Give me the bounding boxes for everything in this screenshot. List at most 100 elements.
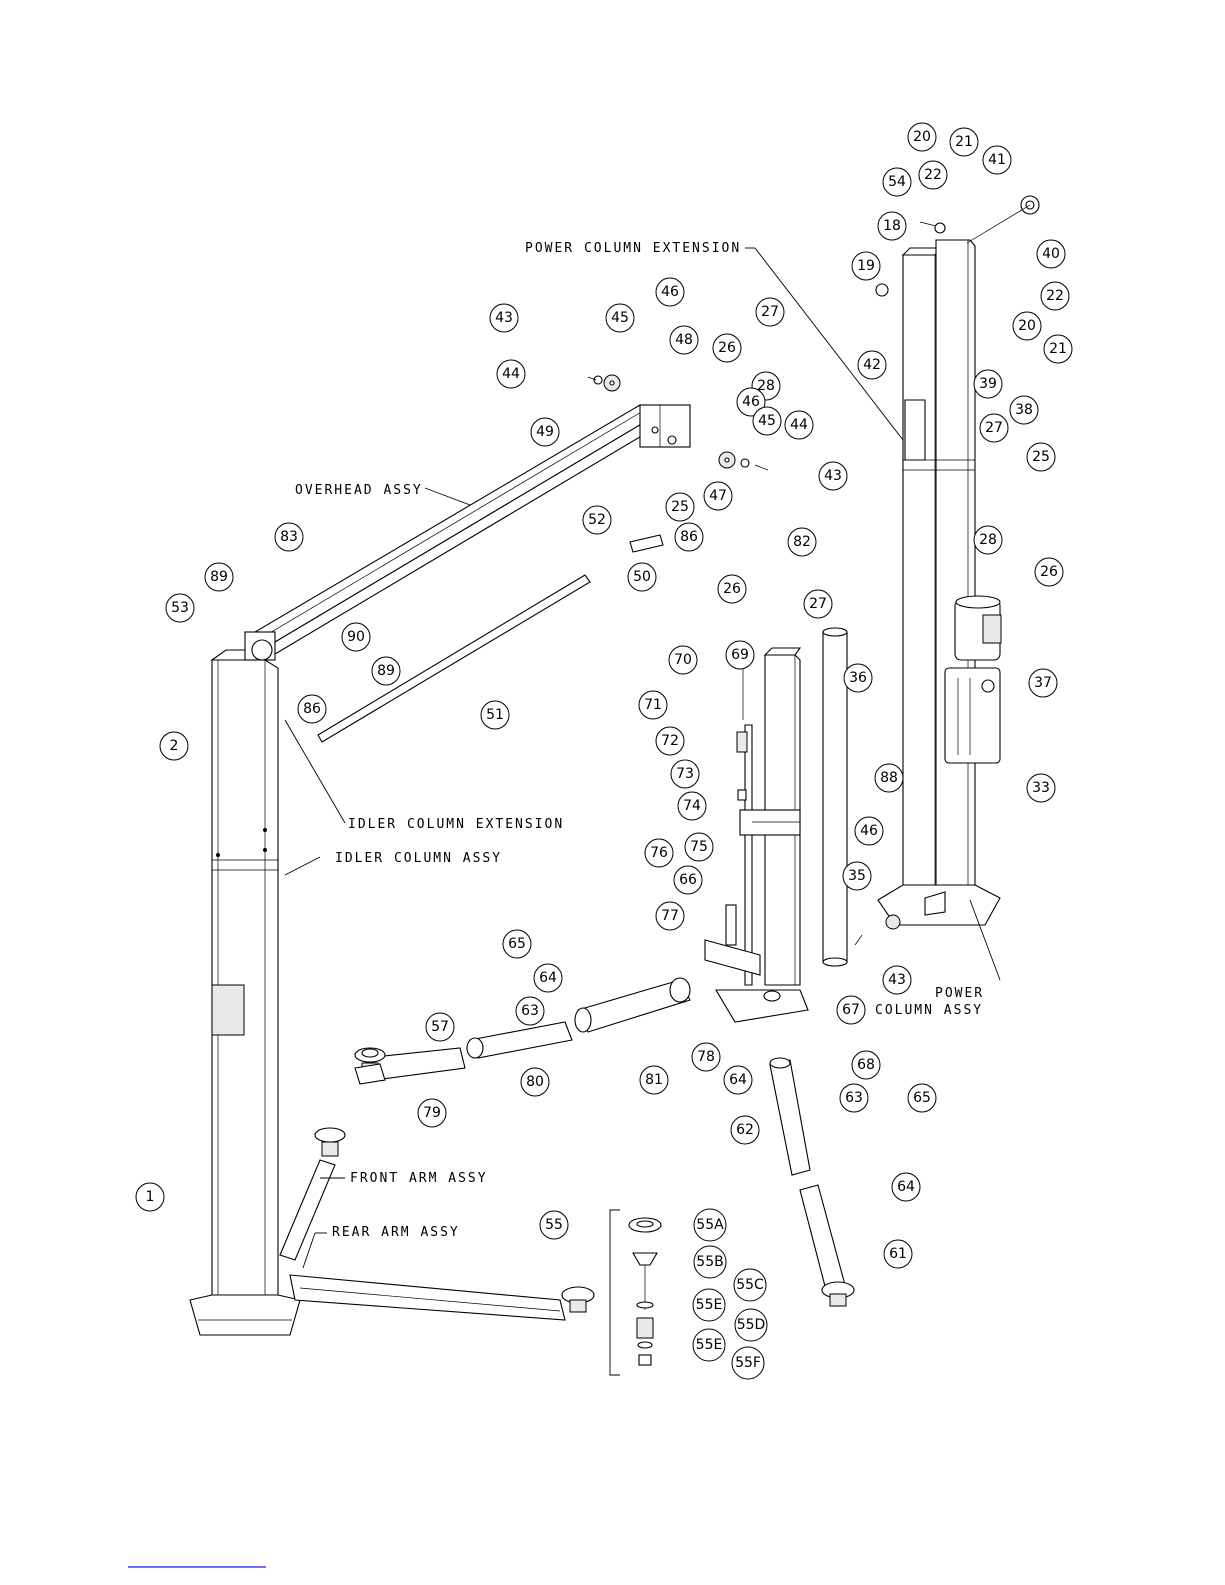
callout-number: 43 (888, 972, 906, 988)
arm-80 (466, 1021, 573, 1059)
callout-circle (752, 406, 782, 436)
callout-89: 89 (204, 562, 234, 592)
callout-circle (605, 303, 635, 333)
callout-67: 67 (836, 995, 866, 1025)
label-power-column-assy-line1: POWER (935, 986, 984, 1001)
callout-circle (655, 901, 685, 931)
callout-43: 43 (818, 461, 848, 491)
callout-25: 25 (665, 492, 695, 522)
callout-circle (655, 726, 685, 756)
callout-number: 86 (303, 701, 321, 717)
rod-51 (317, 574, 591, 743)
callout-circle (874, 763, 904, 793)
callout-circle (883, 1239, 913, 1269)
callout-21: 21 (1043, 334, 1073, 364)
callout-72: 72 (655, 726, 685, 756)
callout-number: 45 (611, 310, 629, 326)
callout-number: 72 (661, 733, 679, 749)
pad-stack-55 (609, 1209, 662, 1376)
callout-80: 80 (520, 1067, 550, 1097)
callout-circle (730, 1115, 760, 1145)
callout-circle (882, 965, 912, 995)
label-idler-column-assy: IDLER COLUMN ASSY (335, 851, 502, 866)
callout-55e: 55E (692, 1328, 726, 1362)
callout-number: 55E (696, 1297, 723, 1313)
callout-circle (520, 1067, 550, 1097)
power-column (877, 239, 1001, 926)
callout-number: 64 (539, 970, 557, 986)
callout-55b: 55B (693, 1245, 727, 1279)
callout-number: 67 (842, 1002, 860, 1018)
callout-number: 71 (644, 697, 662, 713)
callout-number: 20 (1018, 318, 1036, 334)
callout-52: 52 (582, 505, 612, 535)
callout-circle (684, 832, 714, 862)
callout-circle (973, 369, 1003, 399)
callout-number: 55B (696, 1254, 723, 1270)
callout-47: 47 (703, 481, 733, 511)
callout-circle (882, 167, 912, 197)
callout-20: 20 (907, 122, 937, 152)
callout-circle (539, 1210, 569, 1240)
callout-circle (842, 861, 872, 891)
callout-circle (639, 1065, 669, 1095)
callout-26: 26 (1034, 557, 1064, 587)
callout-40: 40 (1036, 239, 1066, 269)
callout-circle (851, 1050, 881, 1080)
callout-55a: 55A (693, 1208, 727, 1242)
arm-57-79 (354, 1047, 466, 1085)
callout-number: 39 (979, 376, 997, 392)
callout-number: 74 (683, 798, 701, 814)
idler-column (189, 649, 301, 1336)
callout-circle (502, 929, 532, 959)
callout-37: 37 (1028, 668, 1058, 698)
callout-1: 1 (135, 1182, 165, 1212)
callout-46: 46 (854, 816, 884, 846)
callout-45: 45 (605, 303, 635, 333)
callout-circle (854, 816, 884, 846)
callout-number: 21 (955, 134, 973, 150)
callout-number: 26 (718, 340, 736, 356)
callout-88: 88 (874, 763, 904, 793)
callout-35: 35 (842, 861, 872, 891)
callout-circle (297, 694, 327, 724)
callout-circle (755, 297, 785, 327)
callout-18: 18 (877, 211, 907, 241)
callout-27: 27 (755, 297, 785, 327)
callout-circle (784, 410, 814, 440)
assembly-labels: POWER COLUMN EXTENSION OVERHEAD ASSY IDL… (295, 241, 984, 1240)
callout-circle (274, 522, 304, 552)
callout-70: 70 (668, 645, 698, 675)
callout-number: 57 (431, 1019, 449, 1035)
callout-circle (1036, 239, 1066, 269)
callout-66: 66 (673, 865, 703, 895)
callout-number: 47 (709, 488, 727, 504)
callout-63: 63 (839, 1083, 869, 1113)
callout-number: 53 (171, 600, 189, 616)
callout-number: 63 (845, 1090, 863, 1106)
callout-number: 46 (860, 823, 878, 839)
callout-circle (533, 963, 563, 993)
callout-39: 39 (973, 369, 1003, 399)
label-power-column-assy-line2: COLUMN ASSY (875, 1003, 983, 1018)
callout-number: 64 (729, 1072, 747, 1088)
callout-circle (204, 562, 234, 592)
callout-81: 81 (639, 1065, 669, 1095)
callout-circle (644, 838, 674, 868)
callout-circle (918, 160, 948, 190)
callout-circle (693, 1208, 727, 1242)
callout-circle (693, 1245, 727, 1279)
callout-number: 42 (863, 357, 881, 373)
callout-circle (371, 656, 401, 686)
callout-circle (1012, 311, 1042, 341)
callout-circle (489, 303, 519, 333)
callout-33: 33 (1026, 773, 1056, 803)
callout-78: 78 (691, 1042, 721, 1072)
callout-number: 69 (731, 647, 749, 663)
callout-circle (1043, 334, 1073, 364)
callout-circle (803, 589, 833, 619)
callout-number: 22 (1046, 288, 1064, 304)
callout-number: 54 (888, 174, 906, 190)
callout-83: 83 (274, 522, 304, 552)
callout-82: 82 (787, 527, 817, 557)
